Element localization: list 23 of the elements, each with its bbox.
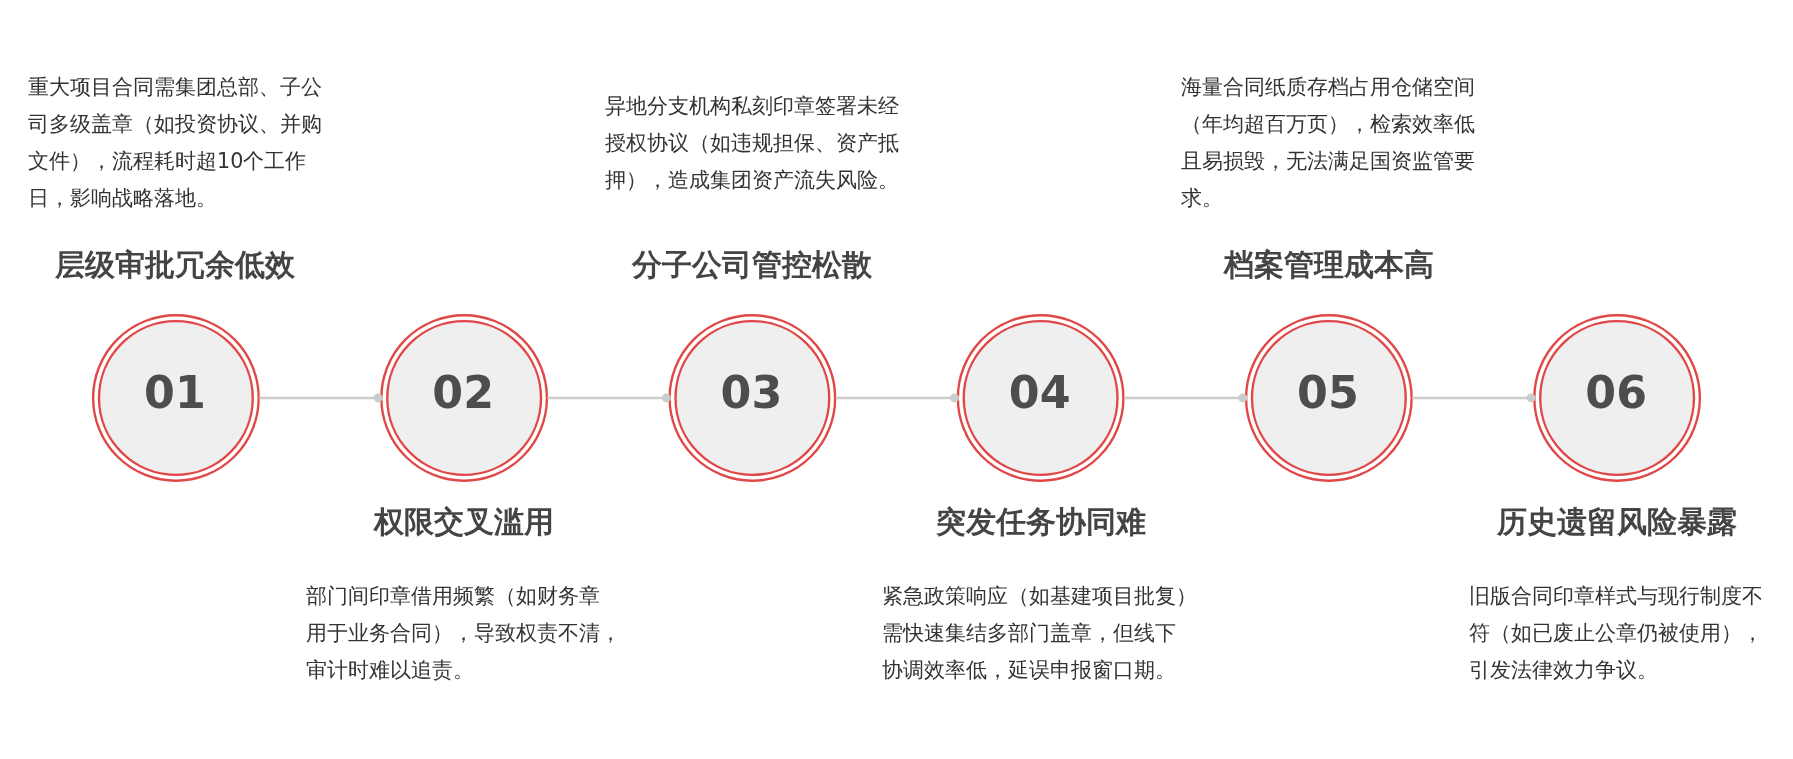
connector: [547, 393, 671, 403]
node-label: 海量合同纸质存档占用仓储空间（年均超百万页），检索效率低且易损毁，无法满足国资监管要求。: [1181, 74, 1476, 210]
node-label: 分子公司管控松散: [631, 248, 872, 283]
node-circle: 01: [91, 314, 260, 482]
connector: [259, 393, 383, 403]
node-label: 权限交叉滥用: [373, 505, 554, 540]
node-circle: 02: [380, 314, 549, 482]
node-label: 层级审批冗余低效: [55, 248, 296, 283]
node-label: 异地分支机构私刻印章签署未经授权协议（如违规担保、资产抵押），造成集团资产流失风险。: [604, 93, 899, 192]
node-label: 历史遗留风险暴露: [1496, 505, 1737, 540]
node-label: 紧急政策响应（如基建项目批复）需快速集结多部门盖章，但线下协调效率低，延误申报窗口期。: [882, 584, 1198, 682]
node-circle: 03: [668, 314, 837, 482]
node-circle: 06: [1533, 314, 1702, 482]
connector: [835, 393, 959, 403]
node-circle: 05: [1244, 314, 1413, 482]
node-label: 部门间印章借用频繁（如财务章用于业务合同），导致权责不清，审计时难以追责。: [305, 584, 621, 682]
node-label: 重大项目合同需集团总部、子公司多级盖章（如投资协议、并购文件），流程耗时超10个工作日，影响战略落地。: [28, 74, 323, 210]
node-label: 旧版合同印章样式与现行制度不符（如已废止公章仍被使用），引发法律效力争议。: [1469, 584, 1764, 682]
node-label: 档案管理成本高: [1223, 248, 1434, 283]
node-circle: 04: [956, 314, 1125, 482]
connector: [1123, 393, 1248, 403]
connector: [1412, 393, 1536, 403]
node-label: 突发任务协同难: [935, 505, 1146, 540]
